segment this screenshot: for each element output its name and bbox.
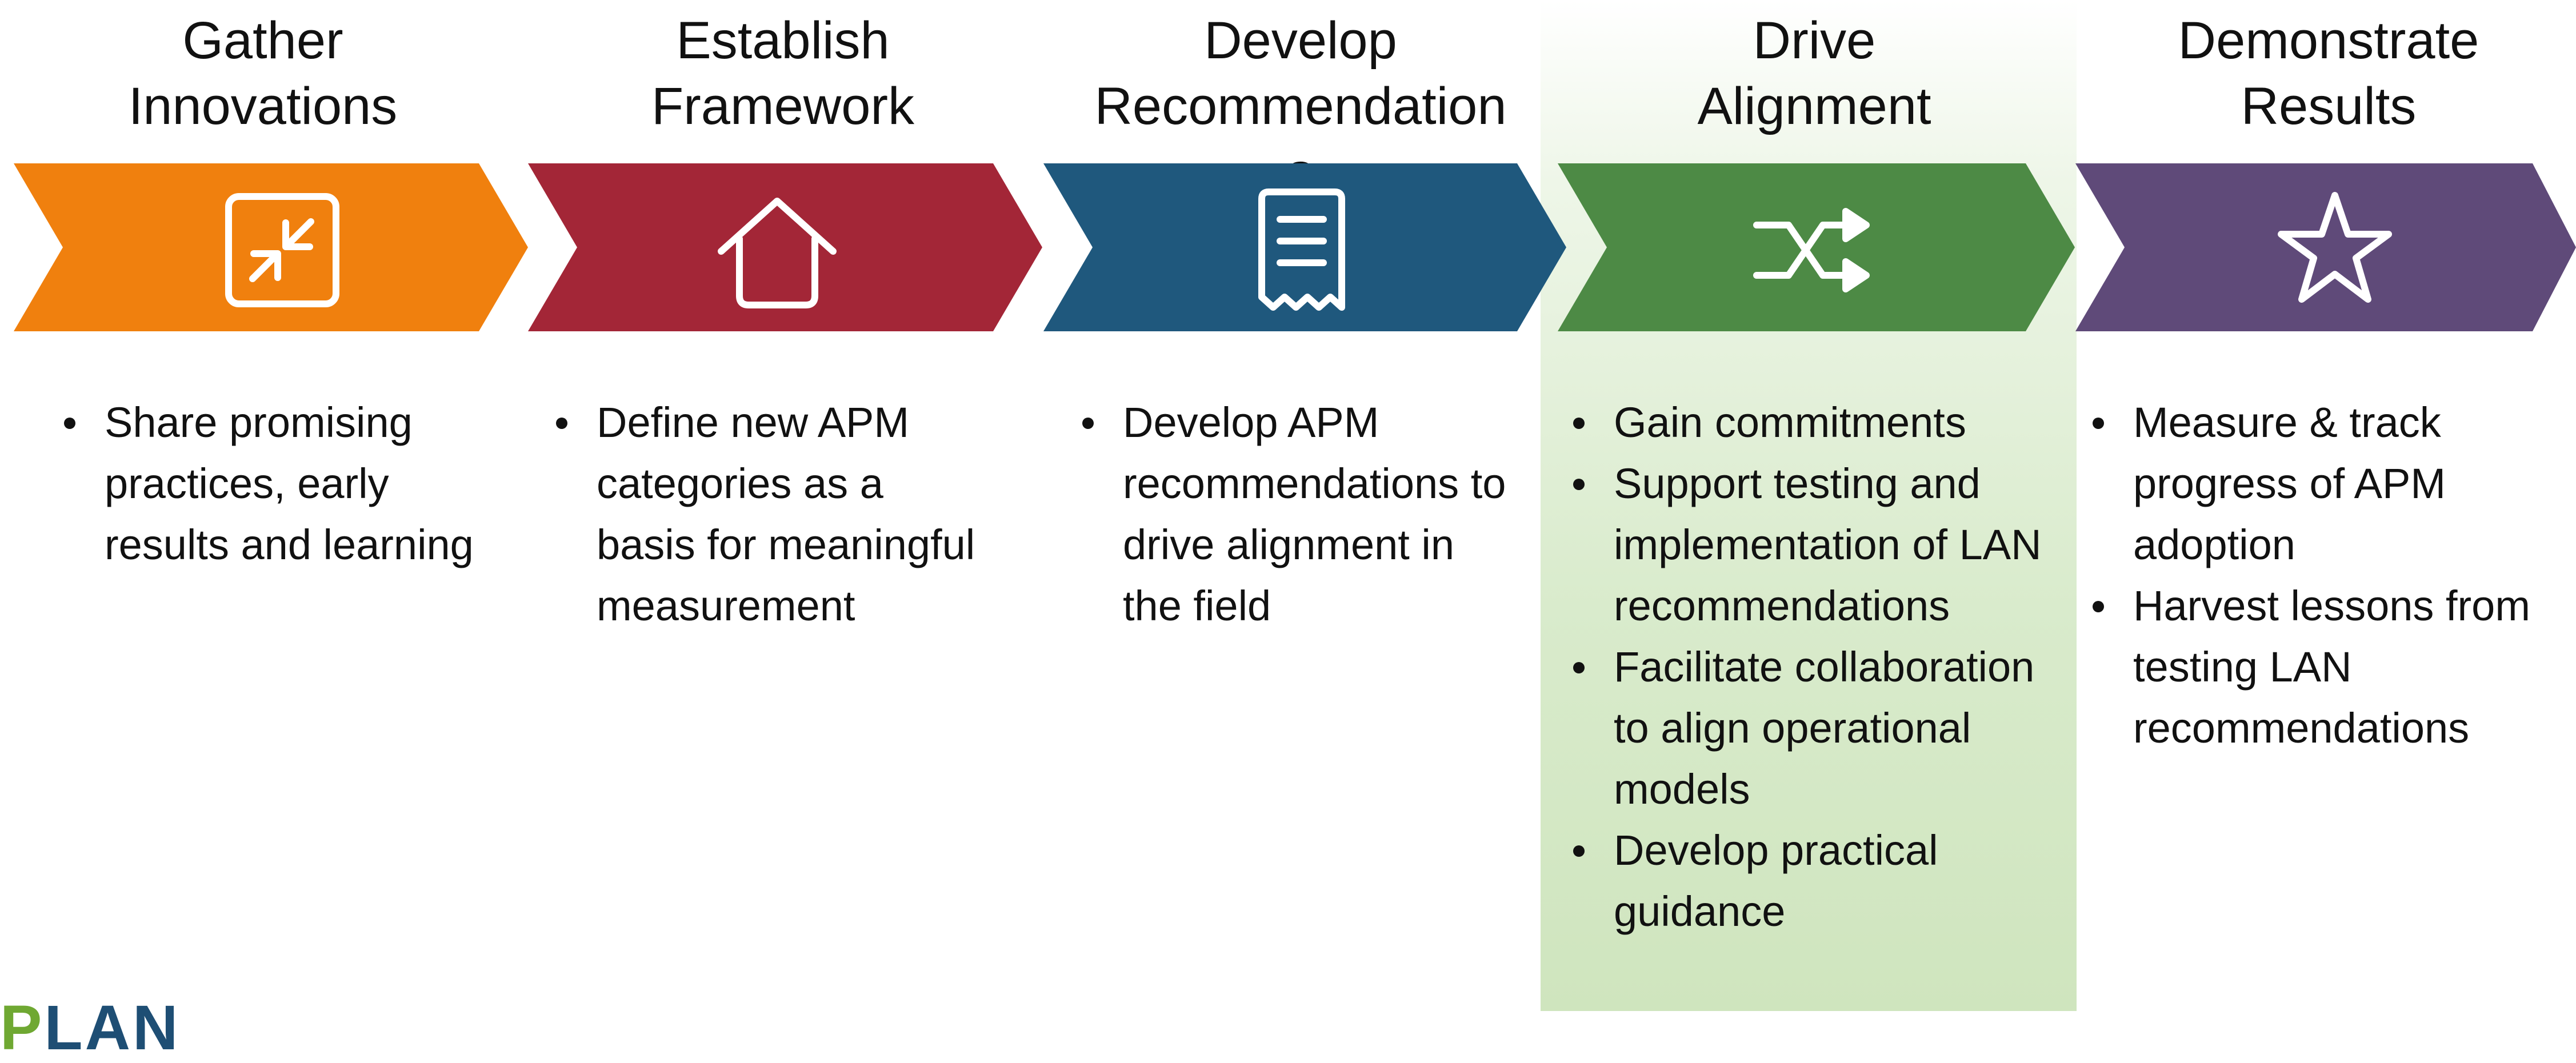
bullets-drive: Gain commitments Support testing and imp… <box>1569 392 2054 942</box>
list-item: Measure & track progress of APM adoption <box>2088 392 2557 575</box>
receipt-document-icon <box>1239 187 1365 313</box>
step-title-develop: Develop Recommendation s <box>1094 11 1507 201</box>
star-icon <box>2272 187 2398 313</box>
chevron-gather <box>14 163 528 331</box>
list-item: Develop APM recommendations to drive ali… <box>1078 392 1512 636</box>
chevron-drive <box>1558 163 2075 331</box>
bullets-demonstrate: Measure & track progress of APM adoption… <box>2088 392 2557 759</box>
bullets-establish: Define new APM categories as a basis for… <box>551 392 986 636</box>
chevron-establish <box>528 163 1042 331</box>
bullets-develop: Develop APM recommendations to drive ali… <box>1078 392 1512 636</box>
list-item: Support testing and implementation of LA… <box>1569 453 2054 636</box>
step-title-demonstrate: Demonstrate Results <box>2178 11 2479 135</box>
shuffle-arrows-icon <box>1749 187 1874 313</box>
list-item: Gain commitments <box>1569 392 2054 453</box>
list-item: Facilitate collaboration to align operat… <box>1569 636 2054 820</box>
list-item: Develop practical guidance <box>1569 820 2054 942</box>
step-title-drive: Drive Alignment <box>1697 11 1931 135</box>
chevron-develop <box>1043 163 1566 331</box>
list-item: Define new APM categories as a basis for… <box>551 392 986 636</box>
logo: PLAN <box>0 993 181 1063</box>
compress-arrows-icon <box>219 187 345 313</box>
step-title-establish: Establish Framework <box>651 11 915 135</box>
list-item: Share promising practices, early results… <box>59 392 494 575</box>
step-title-gather: Gather Innovations <box>128 11 398 135</box>
list-item: Harvest lessons from testing LAN recomme… <box>2088 575 2557 759</box>
chevron-demonstrate <box>2075 163 2576 331</box>
bullets-gather: Share promising practices, early results… <box>59 392 494 575</box>
house-icon <box>714 187 840 313</box>
